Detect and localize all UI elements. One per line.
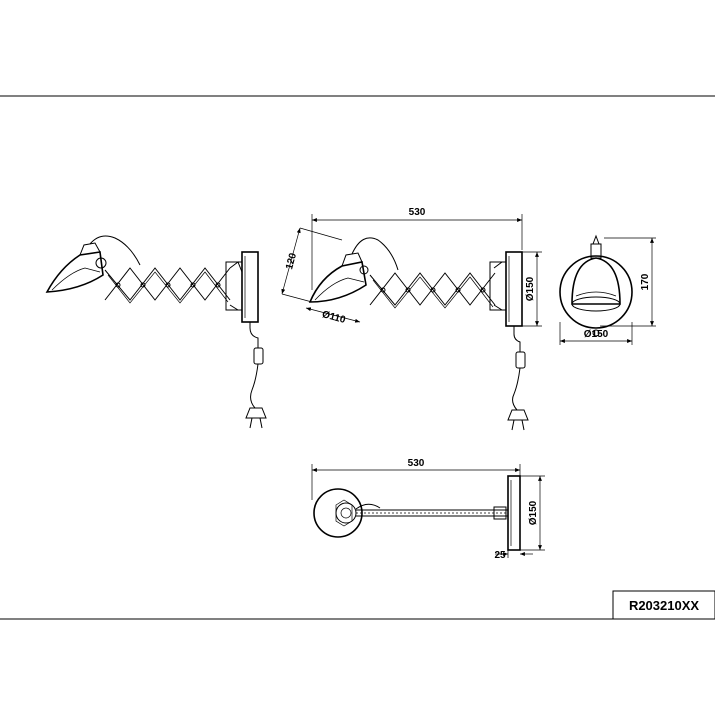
side-view-dimensioned bbox=[281, 214, 542, 431]
title-block bbox=[612, 590, 715, 620]
dim-side-width: 530 bbox=[409, 207, 426, 218]
dim-front-diameter: Ø150 bbox=[584, 329, 609, 340]
product-code: R203210XX bbox=[629, 598, 699, 613]
dim-side-backplate: Ø150 bbox=[525, 276, 536, 301]
dim-front-height: 170 bbox=[640, 273, 651, 290]
dim-top-depth: 25 bbox=[494, 550, 506, 561]
dim-shade-height: 120 bbox=[284, 251, 299, 270]
front-view bbox=[559, 234, 656, 345]
top-view bbox=[311, 464, 545, 558]
dim-top-backplate: Ø150 bbox=[528, 500, 539, 525]
dim-shade-diameter: Ø110 bbox=[321, 309, 347, 326]
dim-top-width: 530 bbox=[408, 458, 425, 469]
side-view-left bbox=[45, 235, 267, 429]
